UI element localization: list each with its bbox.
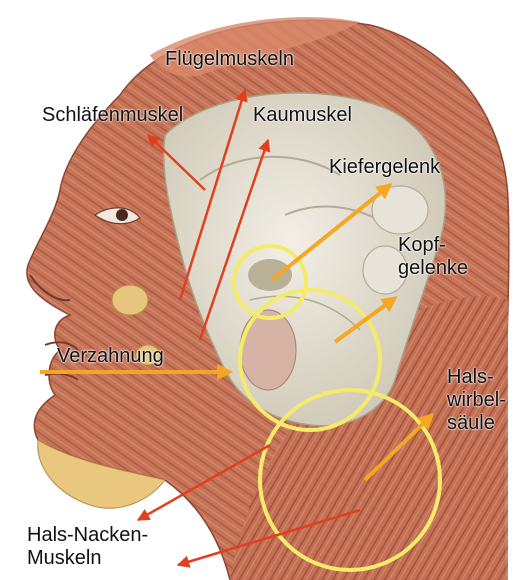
label-halswirbelsaeule: Hals- wirbel- säule <box>447 366 506 435</box>
label-halswirbelsaeule-line3: säule <box>447 412 506 435</box>
label-halsnackenmuskeln-line1: Hals-Nacken- <box>27 524 148 547</box>
label-halswirbelsaeule-line2: wirbel- <box>447 389 506 412</box>
label-kopfgelenke: Kopf- gelenke <box>398 234 468 280</box>
label-kopfgelenke-line2: gelenke <box>398 257 468 280</box>
label-schlaefenmuskel: Schläfenmuskel <box>42 104 183 127</box>
label-kiefergelenk: Kiefergelenk <box>329 156 440 179</box>
label-kopfgelenke-line1: Kopf- <box>398 234 468 257</box>
label-fluegelmuskeln: Flügelmuskeln <box>165 48 294 71</box>
label-halsnackenmuskeln: Hals-Nacken- Muskeln <box>27 524 148 570</box>
label-halsnackenmuskeln-line2: Muskeln <box>27 547 148 570</box>
label-halswirbelsaeule-line1: Hals- <box>447 366 506 389</box>
label-verzahnung: Verzahnung <box>57 345 164 368</box>
label-kaumuskel: Kaumuskel <box>253 104 352 127</box>
